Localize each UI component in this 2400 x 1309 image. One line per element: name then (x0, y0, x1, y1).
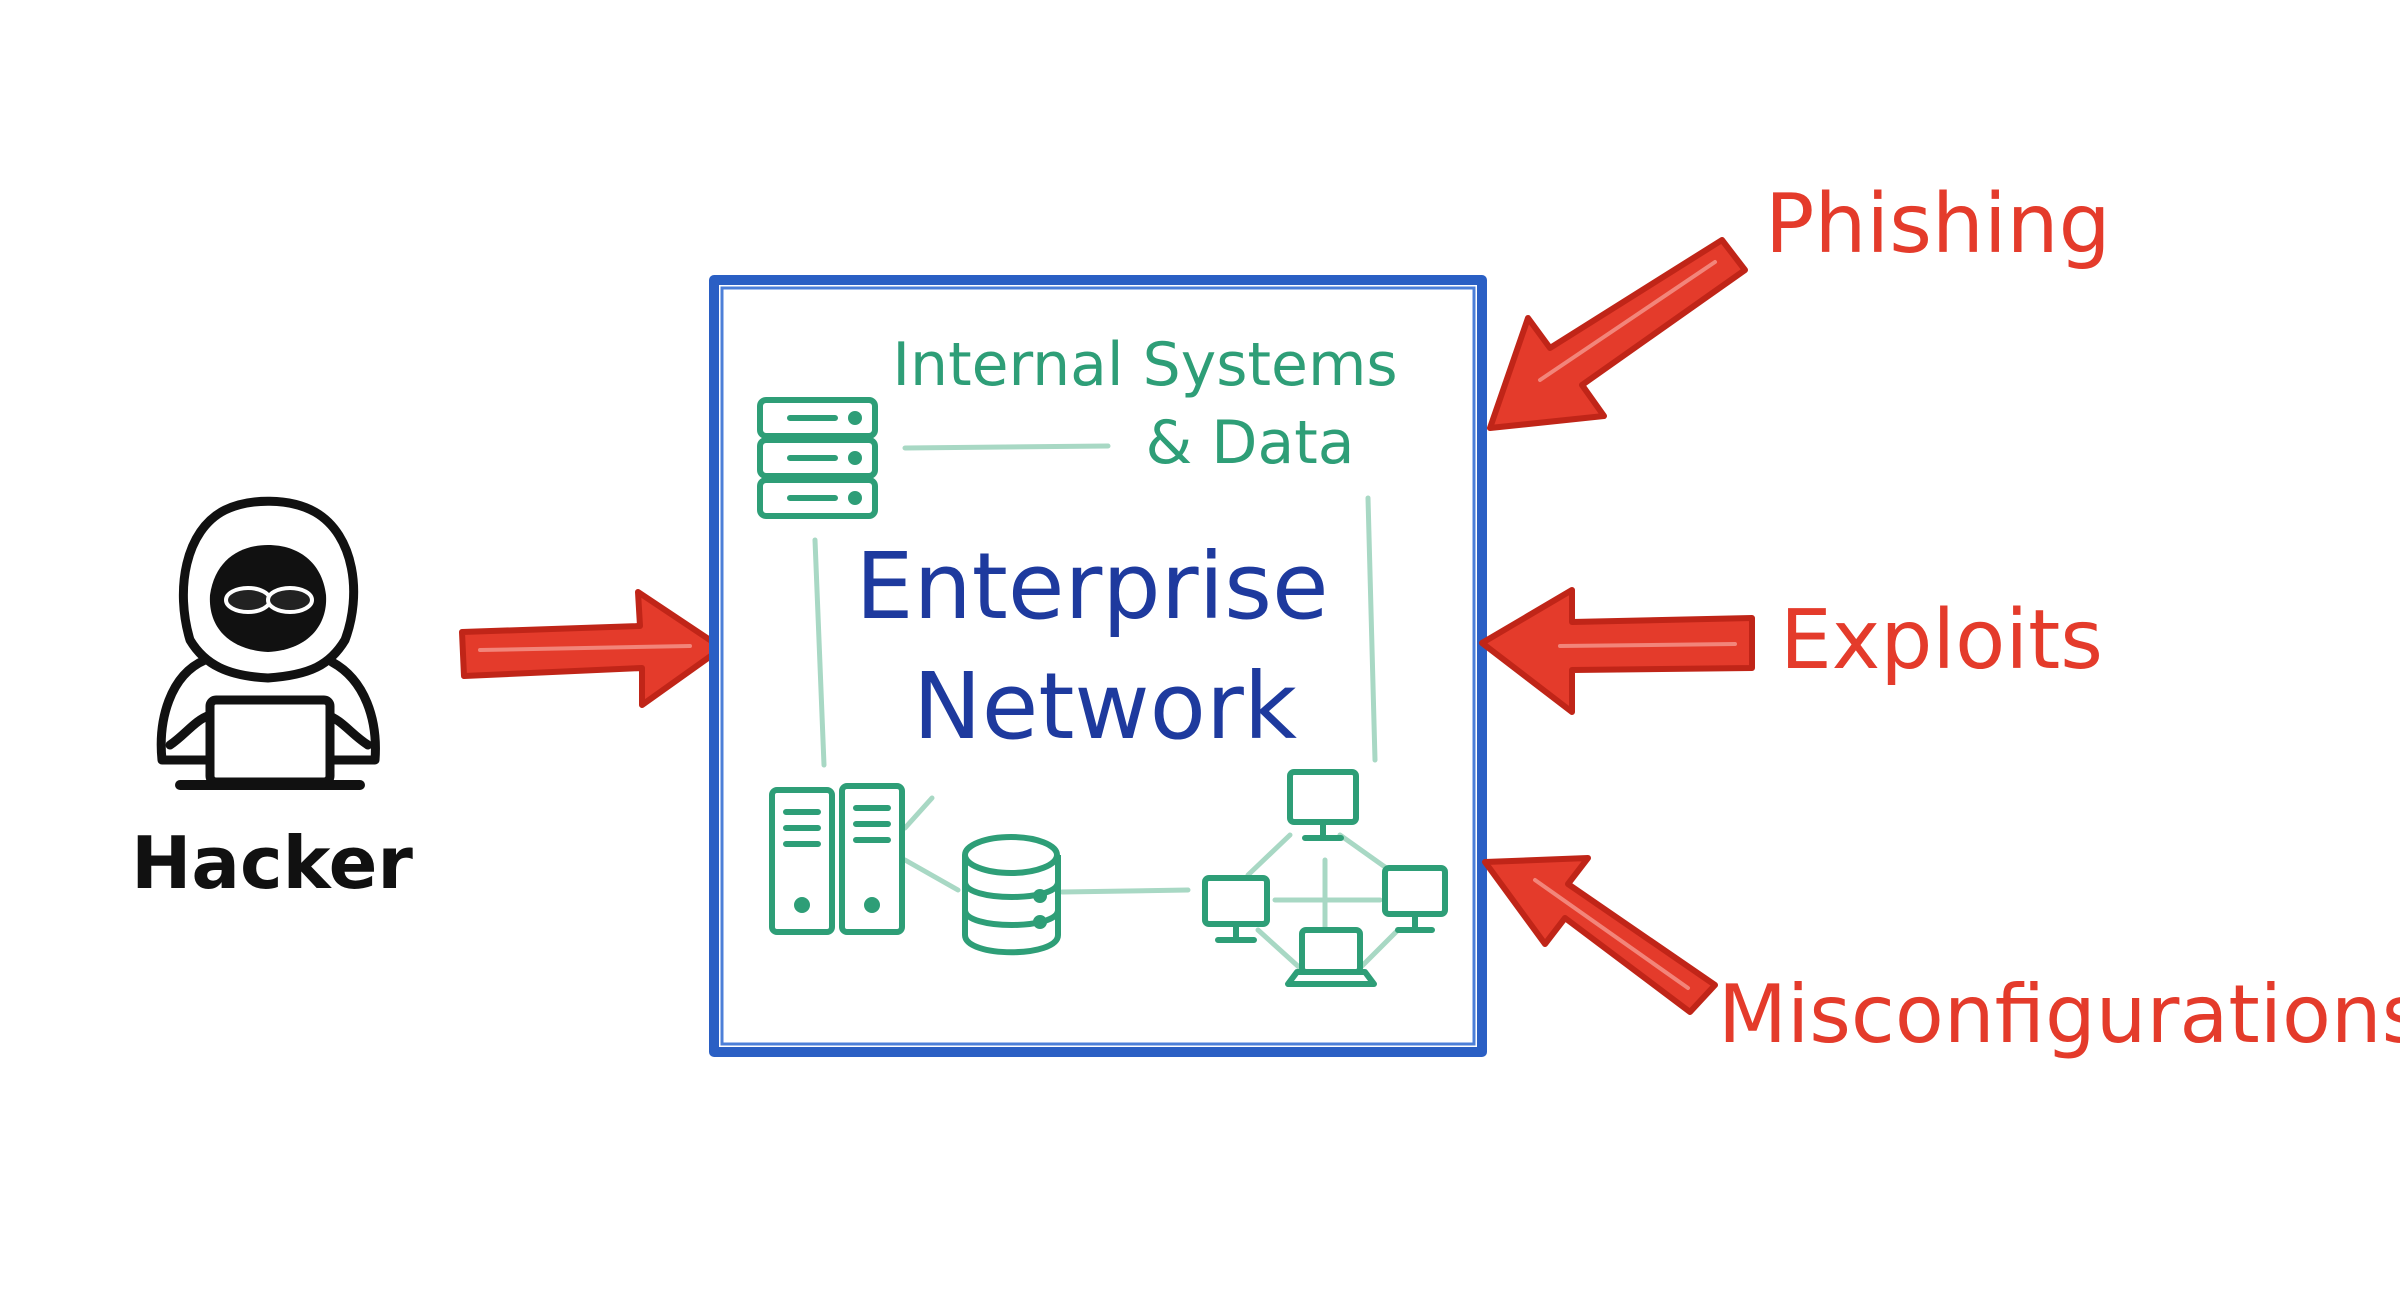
enterprise-title-line2: Network (913, 653, 1298, 760)
enterprise-title-line1: Enterprise (855, 533, 1328, 640)
hacker-mask-right (266, 586, 314, 614)
server-rack-icon (757, 397, 878, 519)
misconfigurations-arrow (1482, 855, 1718, 1015)
hacker-mask-left (224, 586, 272, 614)
phishing-label: Phishing (1765, 177, 2111, 272)
hacker-icon (156, 496, 380, 765)
internal-systems-label-line1: Internal Systems (892, 330, 1397, 400)
computer-network-icon (1202, 769, 1448, 987)
tower-server-icon (769, 783, 905, 935)
laptop-icon (175, 695, 365, 790)
exploits-label: Exploits (1780, 593, 2103, 688)
phishing-arrow (1487, 237, 1748, 431)
hacker-label: Hacker (131, 821, 413, 905)
enterprise-network-box-inner-stroke (720, 286, 1476, 1046)
database-icon (962, 834, 1061, 956)
exploits-arrow (1479, 587, 1755, 715)
misconfigurations-label: Misconfigurations (1718, 968, 2400, 1061)
hacker-arrow (459, 589, 725, 708)
network-links (812, 443, 1378, 895)
internal-systems-label-line2: & Data (1145, 408, 1354, 478)
